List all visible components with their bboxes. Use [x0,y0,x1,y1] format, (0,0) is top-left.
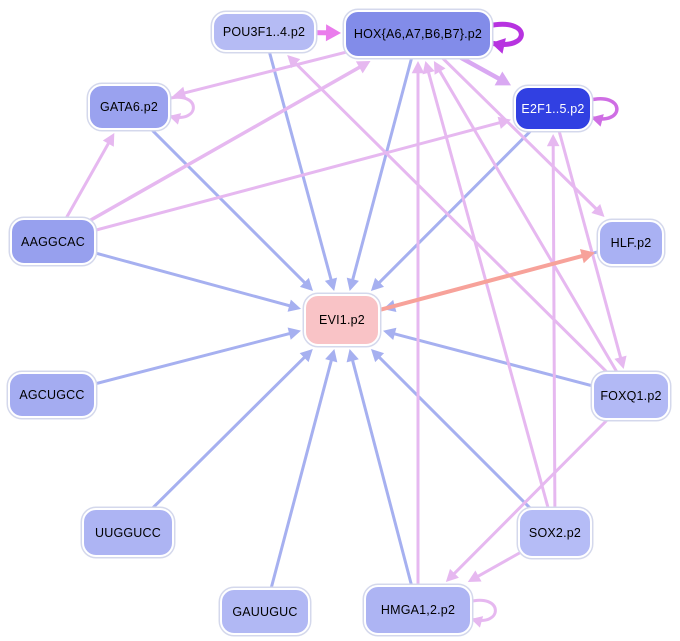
edge-HMGA12-EVI1[interactable] [346,349,420,612]
edge-EVI1-HLF[interactable] [340,248,595,322]
node-label: AGCUGCC [19,388,85,402]
edge-SOX2-E2F1[interactable] [546,134,560,535]
node-label: AAGGCAC [21,234,85,249]
edge-HOX-HLF[interactable] [416,32,605,217]
graph-node-pou3f1[interactable]: POU3F1..4.p2 [212,12,316,52]
graph-node-evi1[interactable]: EVI1.p2 [304,294,380,346]
node-label: HLF.p2 [610,236,652,250]
edge-POU3F1-EVI1[interactable] [262,30,338,291]
node-label: HMGA1,2.p2 [380,603,456,617]
graph-node-uuggucc[interactable]: UUGGUCC [82,508,174,557]
node-label: FOXQ1.p2 [600,389,662,403]
graph-node-e2f1[interactable]: E2F1..5.p2 [514,86,592,131]
self-loop-HMGA12[interactable] [466,598,497,628]
graph-node-agcugcc[interactable]: AGCUGCC [8,372,96,418]
node-label: EVI1.p2 [319,313,365,327]
edge-HOX-EVI1[interactable] [346,32,420,291]
node-label: GAUUGUC [232,604,298,619]
graph-node-hox[interactable]: HOX{A6,A7,B6,B7}.p2 [344,10,492,58]
node-label: E2F1..5.p2 [521,101,585,116]
graph-node-hlf[interactable]: HLF.p2 [598,220,664,266]
edge-SOX2-HOX[interactable] [422,61,557,535]
graph-node-sox2[interactable]: SOX2.p2 [518,508,592,558]
edge-GATA6-EVI1[interactable] [127,105,313,291]
self-loop-HOX[interactable] [485,21,524,54]
node-label: HOX{A6,A7,B6,B7}.p2 [353,27,483,41]
edge-AAGGCAC-HOX[interactable] [51,61,371,244]
graph-node-foxq1[interactable]: FOXQ1.p2 [592,372,670,420]
graph-node-hmga12[interactable]: HMGA1,2.p2 [364,585,472,635]
edge-FOXQ1-HOX[interactable] [433,61,633,398]
edge-HMGA12-HOX[interactable] [411,61,425,612]
edge-AAGGCAC-E2F1[interactable] [51,116,511,243]
self-loop-E2F1[interactable] [586,97,619,127]
graph-node-gauuguc[interactable]: GAUUGUC [220,588,310,635]
edge-SOX2-EVI1[interactable] [371,349,557,535]
node-label: UUGGUCC [95,525,161,540]
graph-node-aaggcac[interactable]: AAGGCAC [10,218,96,265]
node-label: SOX2.p2 [528,526,582,540]
node-label: POU3F1..4.p2 [222,25,306,39]
edge-GAUUGUC-EVI1[interactable] [263,349,338,613]
node-label: GATA6.p2 [99,100,159,114]
edge-E2F1-FOXQ1[interactable] [551,107,627,370]
self-loop-GATA6[interactable] [164,95,195,125]
edge-FOXQ1-POU3F1[interactable] [287,55,633,398]
edge-FOXQ1-EVI1[interactable] [383,327,633,398]
graph-node-gata6[interactable]: GATA6.p2 [88,84,170,130]
edge-UUGGUCC-EVI1[interactable] [126,349,313,534]
